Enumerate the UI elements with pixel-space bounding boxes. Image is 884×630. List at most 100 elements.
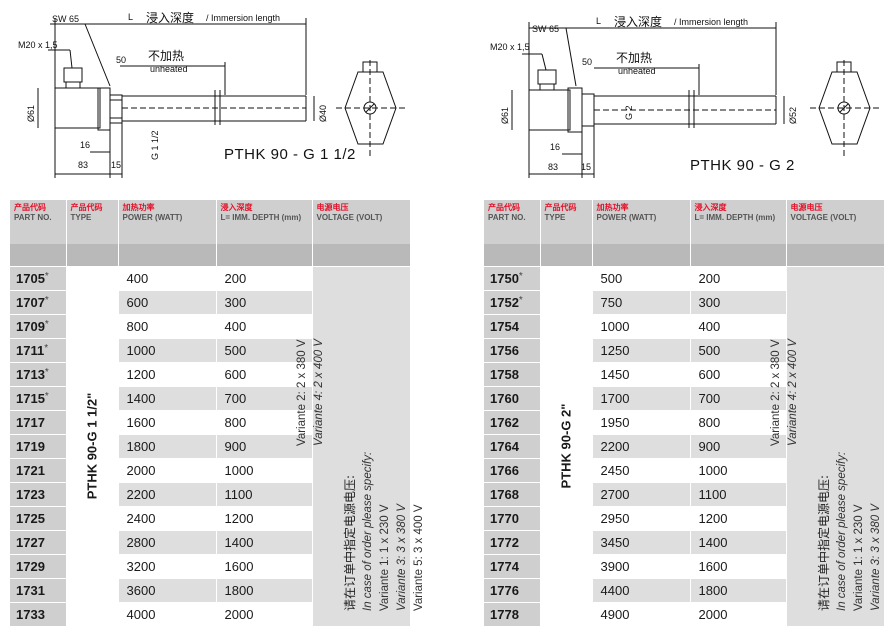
depth-cell: 2000 [690,602,787,627]
part-number-cell: 1709* [10,314,67,339]
thread-g-label: G 1 1/2 [150,130,160,160]
part-number: 1778 [490,606,519,622]
voltage-note-en: In case of order please specify: [836,451,849,611]
unheated-en-label: unheated [150,64,188,74]
power-cell: 1450 [592,362,691,387]
power-cell: 2000 [118,458,217,483]
power-cell: 2800 [118,530,217,555]
part-number-cell: 1752* [484,290,541,315]
length-l-label: L [596,16,602,26]
dim-83-label: 83 [548,162,559,172]
part-number: 1723 [16,486,45,502]
length-l-label: L [128,12,134,22]
depth-cell: 400 [690,314,787,339]
part-number-cell: 1715* [10,386,67,411]
voltage-note-cn: 请在订单中指定电源电压: [817,474,832,611]
power-cell: 2950 [592,506,691,531]
dim-15-label: 15 [581,162,592,172]
model-label: PTHK 90 - G 2 [690,157,795,174]
dim-16-label: 16 [80,140,91,150]
power-cell: 4900 [592,602,691,627]
depth-cell: 1200 [216,506,313,531]
sw-label: SW 65 [532,24,560,34]
dim-50-label: 50 [116,55,127,65]
power-cell: 3900 [592,554,691,579]
part-number-cell: 1707* [10,290,67,315]
dim-40-label: Ø40 [318,104,328,122]
unheated-cn-label: 不加热 [148,49,185,63]
power-cell: 4000 [118,602,217,627]
power-cell: 3450 [592,530,691,555]
heater-drawing-svg [511,22,880,178]
depth-cell: 1100 [216,482,313,507]
power-cell: 1800 [118,434,217,459]
power-cell: 750 [592,290,691,315]
power-cell: 2200 [592,434,691,459]
power-cell: 1400 [118,386,217,411]
part-number-cell: 1756 [484,338,541,363]
power-cell: 2400 [118,506,217,531]
part-number-cell: 1717 [10,410,67,435]
dim-61-label: Ø61 [26,104,36,122]
depth-cell: 1400 [216,530,313,555]
variante-5: Variante 5: 3 x 400 V [413,504,426,611]
part-number: 1774 [490,558,519,574]
part-number: 1719 [16,438,45,454]
power-cell: 500 [592,266,691,291]
dim-83-label: 83 [78,160,89,170]
power-cell: 4400 [592,578,691,603]
depth-cell: 800 [690,410,787,435]
variante-1: Variante 1: 1 x 230 V [379,504,392,611]
part-number: 1705 [16,270,45,286]
part-number: 1709 [16,318,45,334]
part-number: 1750 [490,270,519,286]
part-number-cell: 1711* [10,338,67,363]
power-cell: 3200 [118,554,217,579]
depth-cell: 700 [216,386,313,411]
depth-cell: 600 [690,362,787,387]
part-number: 1731 [16,582,45,598]
thread-g-label: G 2 [624,105,634,120]
part-number: 1760 [490,390,519,406]
part-number: 1717 [16,414,45,430]
part-number-cell: 1774 [484,554,541,579]
depth-cell: 2000 [216,602,313,627]
header-spacer-row [10,244,411,267]
asterisk-mark: * [518,270,523,282]
power-cell: 1000 [118,338,217,363]
depth-cell: 800 [216,410,313,435]
part-number-cell: 1758 [484,362,541,387]
part-number-cell: 1754 [484,314,541,339]
part-number: 1715 [16,390,45,406]
depth-cell: 1000 [216,458,313,483]
part-number: 1733 [16,606,45,622]
header-spacer-row [484,244,884,267]
depth-cell: 1800 [216,578,313,603]
dim-50-label: 50 [582,57,593,67]
part-number-cell: 1770 [484,506,541,531]
depth-cell: 200 [216,266,313,291]
part-number: 1752 [490,294,519,310]
variante-2: Variante 2: 2 x 380 V [770,339,783,446]
depth-cell: 500 [690,338,787,363]
